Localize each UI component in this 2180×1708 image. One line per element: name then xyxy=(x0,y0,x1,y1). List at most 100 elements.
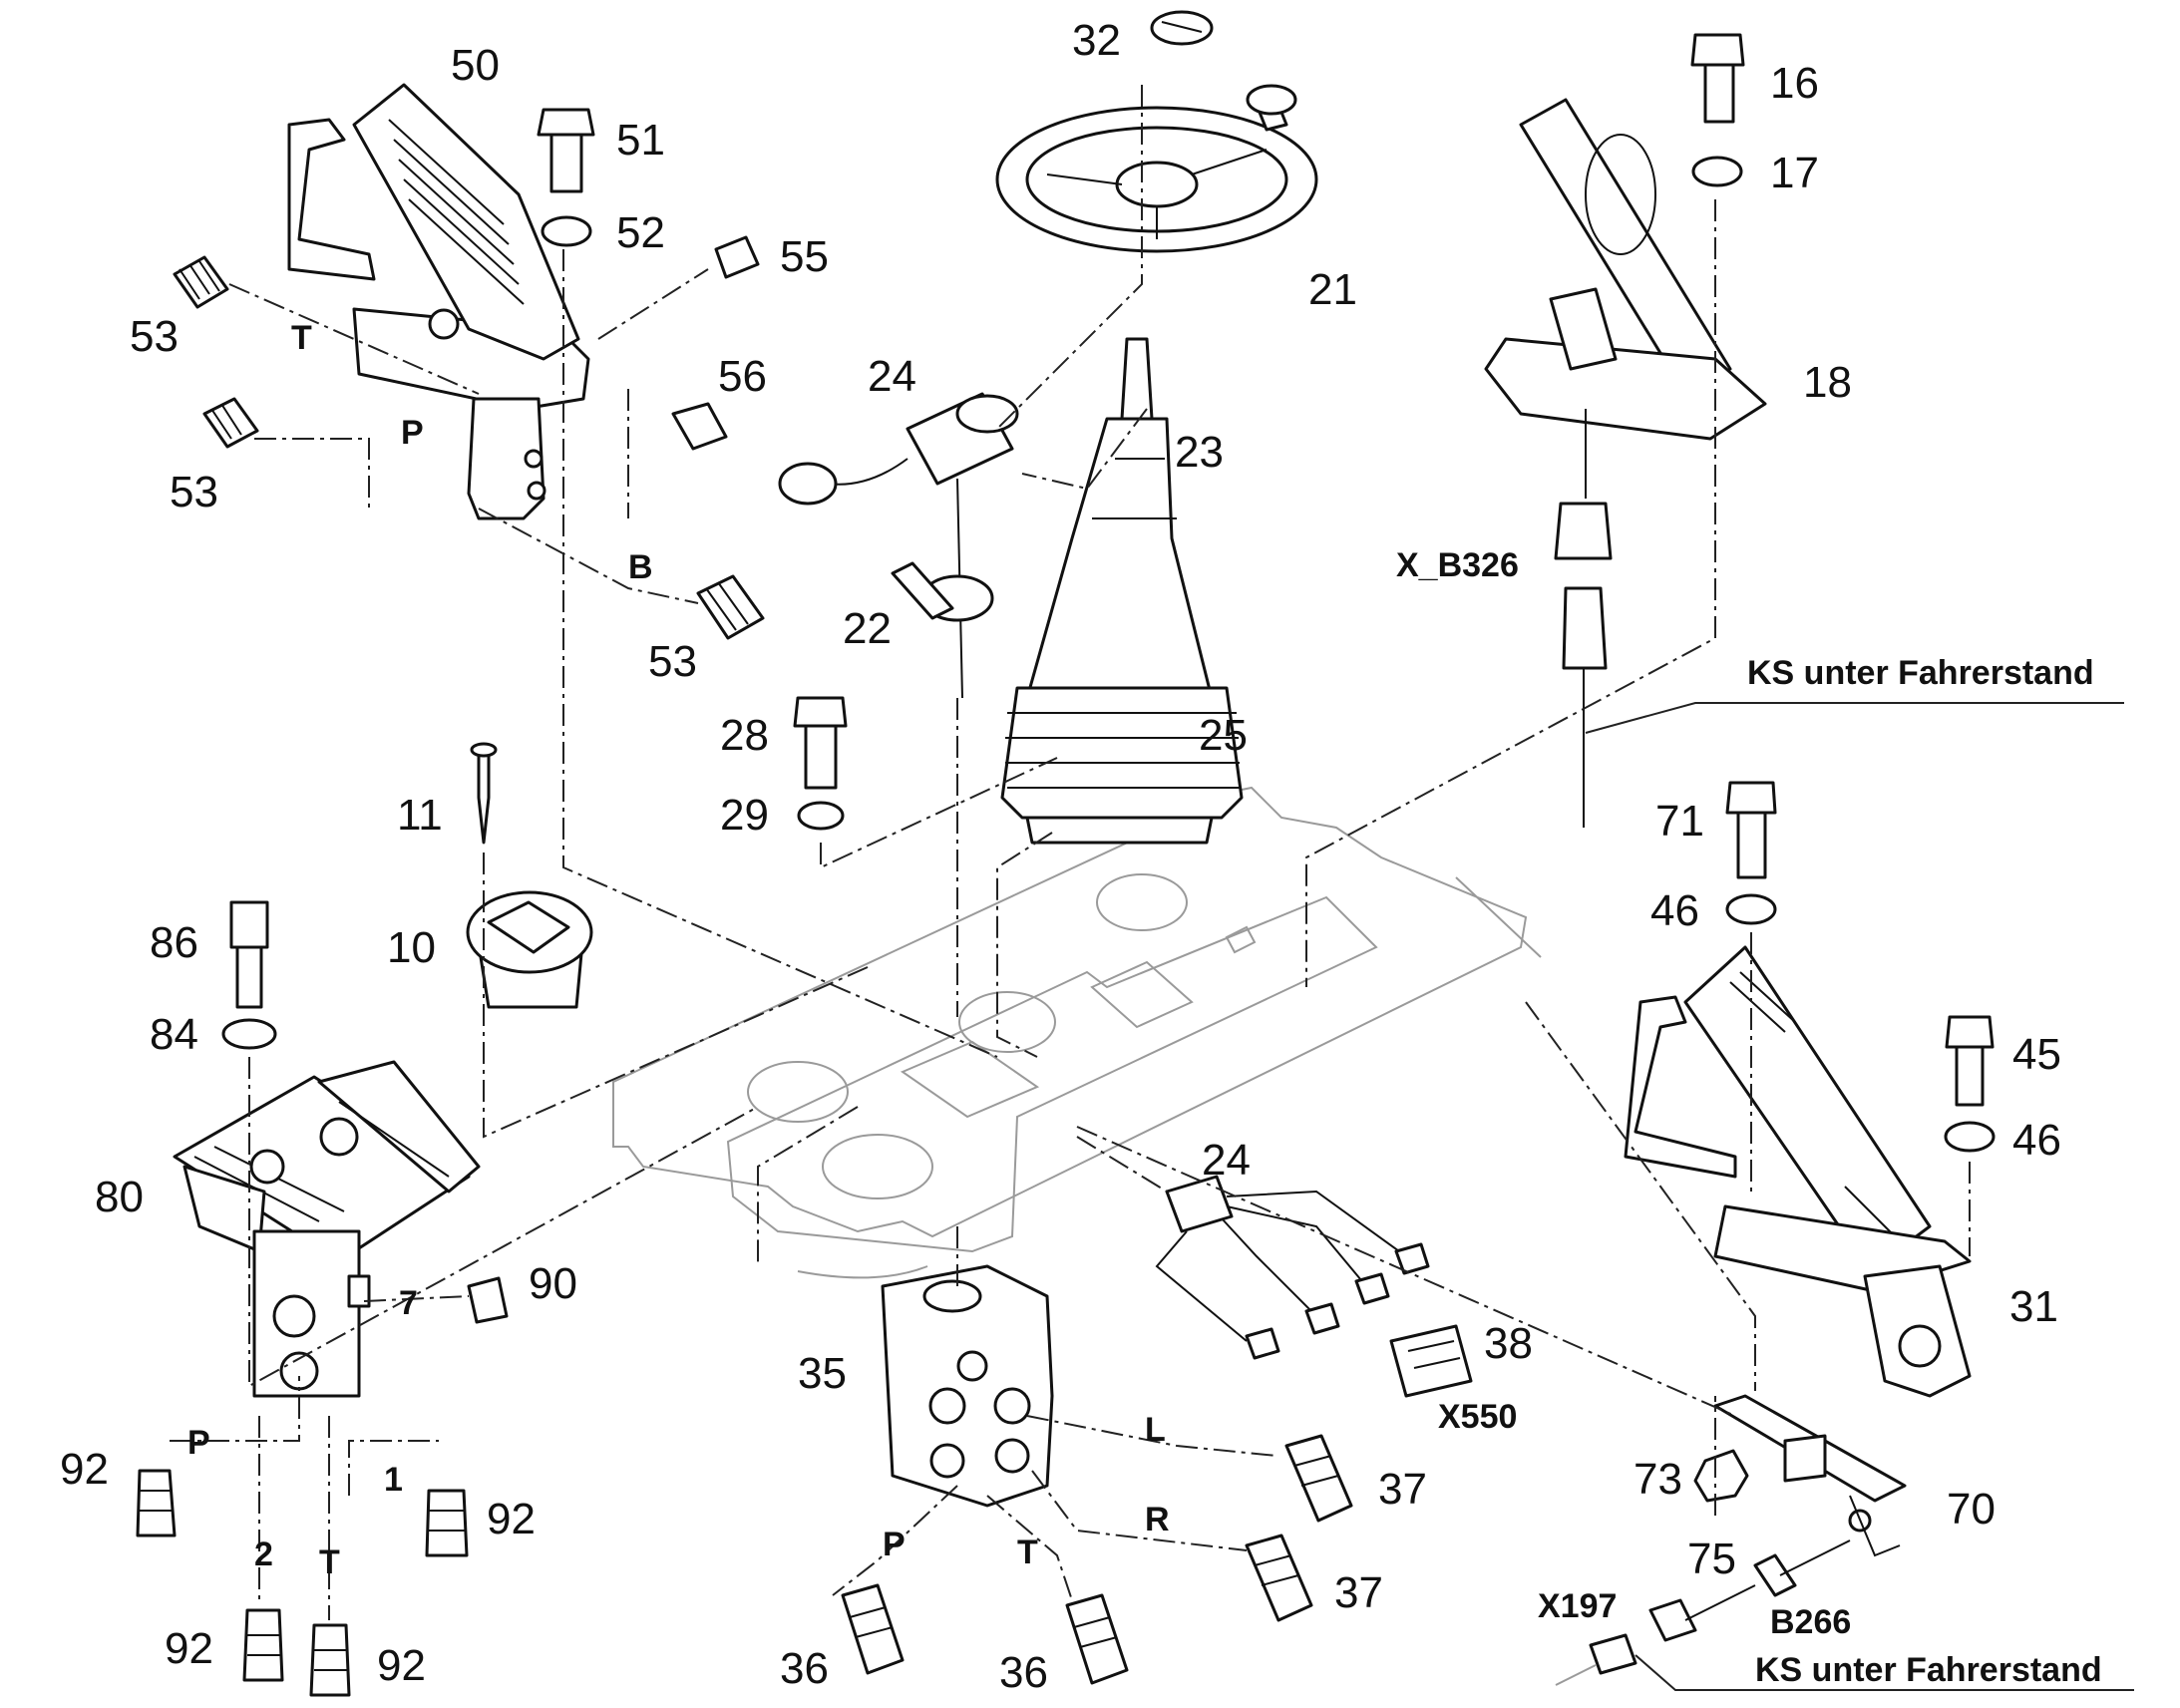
label-92-c: 92 xyxy=(165,1624,213,1673)
label-86: 86 xyxy=(150,918,198,967)
steering-wheel-21 xyxy=(995,84,1318,253)
port-t-left: T xyxy=(319,1543,340,1581)
label-22: 22 xyxy=(843,604,892,653)
label-56: 56 xyxy=(718,352,767,401)
label-92-d: 92 xyxy=(377,1641,426,1690)
label-17: 17 xyxy=(1770,149,1819,197)
label-10: 10 xyxy=(387,923,436,972)
label-11: 11 xyxy=(397,791,443,840)
label-53-b: 53 xyxy=(170,468,218,516)
port-2-left: 2 xyxy=(254,1536,273,1573)
label-73: 73 xyxy=(1634,1455,1682,1504)
label-7: 7 xyxy=(399,1284,418,1322)
steering-column-23 xyxy=(1025,337,1214,700)
pin-11 xyxy=(470,742,498,845)
label-ks-bottom: KS unter Fahrerstand xyxy=(1755,1651,2102,1689)
label-37-b: 37 xyxy=(1334,1568,1383,1617)
label-28: 28 xyxy=(720,711,769,760)
label-92-a: 92 xyxy=(60,1445,109,1494)
bolt-86 xyxy=(229,900,269,1009)
washer-84 xyxy=(221,1018,277,1050)
label-92-b: 92 xyxy=(487,1495,536,1543)
label-71: 71 xyxy=(1655,797,1704,846)
fitting-37-a xyxy=(1284,1434,1353,1523)
label-25: 25 xyxy=(1199,711,1248,760)
washer-17 xyxy=(1691,156,1743,187)
label-53-c: 53 xyxy=(648,637,697,686)
label-80: 80 xyxy=(95,1173,144,1221)
fitting-92-a xyxy=(136,1469,177,1537)
washer-46-b xyxy=(1944,1121,1996,1153)
bolt-45 xyxy=(1945,1015,1995,1107)
label-32: 32 xyxy=(1072,16,1121,65)
harness-24-bottom xyxy=(1155,1175,1430,1360)
port-t-mid: T xyxy=(1017,1534,1038,1571)
bolt-71 xyxy=(1725,781,1777,879)
label-46-a: 46 xyxy=(1650,886,1699,935)
fitting-53-c xyxy=(696,574,765,640)
floor-plate xyxy=(612,786,1542,1279)
label-16: 16 xyxy=(1770,59,1819,108)
label-24-a: 24 xyxy=(868,352,916,401)
clip-22 xyxy=(891,561,994,622)
fitting-53-a xyxy=(173,255,229,309)
bolt-16 xyxy=(1690,33,1745,124)
label-53-a: 53 xyxy=(130,312,179,361)
pedal-31 xyxy=(1624,945,1972,1398)
label-50: 50 xyxy=(451,41,500,90)
label-45: 45 xyxy=(2012,1030,2061,1079)
boot-25 xyxy=(1000,686,1244,845)
port-r-mid: R xyxy=(1145,1501,1170,1538)
steering-unit-35 xyxy=(881,1264,1054,1508)
port-p-left: P xyxy=(187,1424,210,1462)
pedal-assembly-50 xyxy=(287,83,590,520)
label-ks-top: KS unter Fahrerstand xyxy=(1747,654,2094,692)
label-55: 55 xyxy=(780,232,829,281)
sensor-75 xyxy=(1648,1539,1851,1642)
connector-labels: X_B326 X550 X197 B266 KS unter Fahrersta… xyxy=(1396,546,2102,1689)
label-24-b: 24 xyxy=(1202,1136,1251,1185)
plug-56 xyxy=(671,402,728,451)
label-29: 29 xyxy=(720,791,769,840)
label-52: 52 xyxy=(616,208,665,257)
label-b266: B266 xyxy=(1770,1603,1851,1641)
label-35: 35 xyxy=(798,1349,847,1398)
label-70: 70 xyxy=(1947,1485,1996,1534)
ks-lines xyxy=(1585,702,2134,1691)
label-31: 31 xyxy=(2009,1282,2058,1331)
label-84: 84 xyxy=(150,1010,198,1059)
port-l-mid: L xyxy=(1145,1411,1166,1449)
label-51: 51 xyxy=(616,116,665,165)
label-38: 38 xyxy=(1484,1319,1533,1368)
plug-90 xyxy=(467,1276,509,1324)
part-labels: 50 51 52 53 53 53 55 56 32 21 24 23 22 2… xyxy=(60,16,2061,1697)
label-x-b326: X_B326 xyxy=(1396,546,1519,584)
leader-lines xyxy=(170,85,1971,1620)
label-37-a: 37 xyxy=(1378,1465,1427,1514)
fitting-92-b xyxy=(425,1489,469,1557)
cap-10 xyxy=(466,890,593,1009)
nut-73 xyxy=(1693,1449,1749,1503)
fitting-92-c xyxy=(242,1608,284,1682)
washer-46-a xyxy=(1725,893,1777,925)
label-x197: X197 xyxy=(1538,1587,1617,1625)
fitting-37-b xyxy=(1245,1534,1313,1622)
fitting-53-b xyxy=(202,397,259,449)
port-1-left: 1 xyxy=(384,1461,403,1499)
plug-55 xyxy=(714,235,760,279)
switch-24-top xyxy=(778,392,1019,699)
label-36-a: 36 xyxy=(780,1644,829,1693)
bolt-51 xyxy=(537,108,595,193)
accelerator-pedal-18 xyxy=(1484,98,1767,828)
label-90: 90 xyxy=(529,1259,577,1308)
label-18: 18 xyxy=(1803,358,1852,407)
port-p-top: P xyxy=(401,414,424,452)
port-p-mid: P xyxy=(883,1526,906,1563)
label-21: 21 xyxy=(1308,265,1357,314)
label-46-b: 46 xyxy=(2012,1116,2061,1165)
connector-38 xyxy=(1389,1324,1473,1398)
label-x550: X550 xyxy=(1438,1398,1517,1436)
bolt-28 xyxy=(793,696,848,790)
pedal-valve-80 xyxy=(173,1060,481,1398)
